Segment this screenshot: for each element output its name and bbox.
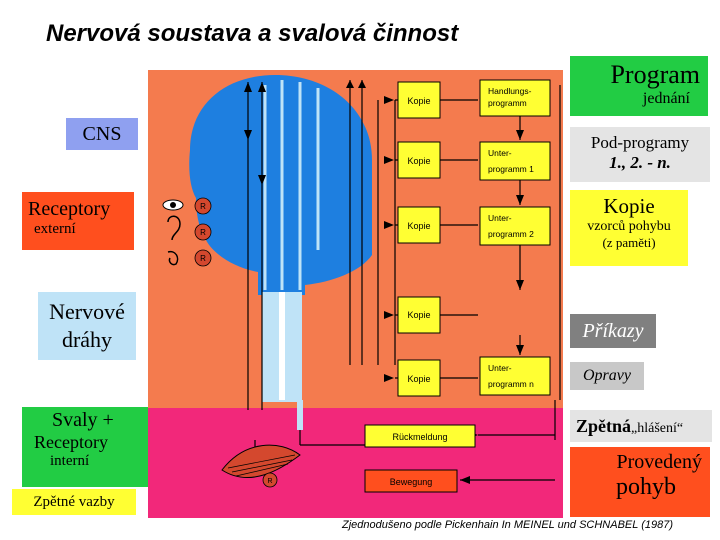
copy-sub2: (z paměti) (602, 235, 656, 250)
receptors-external-label: Receptory externí (22, 192, 134, 250)
movement-floor (148, 408, 563, 518)
internal-receptor (262, 472, 278, 488)
kopie-label-4: Kopie (407, 310, 430, 320)
corrections-label: Opravy (570, 362, 644, 390)
subprograms-sub: 1., 2. - n. (609, 153, 671, 172)
muscles-text: Svaly + (52, 409, 114, 431)
copy-title: Kopie (603, 194, 655, 218)
unter1-line1: Unter- (488, 148, 512, 158)
receptor-letter-3: R (200, 254, 206, 263)
ear-icon (167, 215, 181, 241)
neural-tracts (263, 80, 320, 290)
unter2-line2: programm 2 (488, 229, 534, 239)
bewegung-label: Bewegung (390, 477, 433, 487)
cns-label: CNS (66, 118, 138, 150)
nose-icon (167, 250, 179, 266)
muscles-receptors-label: Svaly + Receptory interní (22, 407, 148, 487)
copy-sub1: vzorců pohybu (587, 219, 671, 234)
cns-text: CNS (82, 123, 122, 145)
feedback-rest: „hlášení“ (631, 421, 684, 436)
program-boxes (479, 79, 551, 396)
kopie-label-1: Kopie (407, 96, 430, 106)
copy-label: Kopie vzorců pohybu (z paměti) (570, 190, 688, 266)
untern-line2: programm n (488, 379, 534, 389)
arrowheads (244, 80, 524, 484)
nerve-line2: dráhy (61, 327, 113, 352)
feedback-label: Zpětné vazby (12, 489, 136, 515)
commands-text: Příkazy (582, 320, 644, 342)
kopie-label-3: Kopie (407, 221, 430, 231)
program-sub: jednání (642, 90, 690, 107)
external-receptors (194, 197, 212, 267)
receptor-letter-2: R (200, 228, 206, 237)
executed-line1: Provedený (616, 451, 702, 473)
executed-line2: pohyb (616, 474, 676, 500)
citation: Zjednodušeno podle Pickenhain In MEINEL … (342, 519, 674, 531)
kopie-label-2: Kopie (407, 156, 430, 166)
executed-movement-label: Provedený pohyb (570, 447, 710, 517)
bewegung-box (364, 469, 458, 493)
kopie-label-5: Kopie (407, 374, 430, 384)
eye-icon (162, 199, 184, 211)
rueckmeldung-box (364, 424, 476, 448)
muscle-fibers (227, 454, 296, 477)
receptor-letter-1: R (200, 202, 206, 211)
corrections-text: Opravy (583, 367, 631, 384)
rueckmeldung-label: Rückmeldung (392, 432, 447, 442)
program-label: Program jednání (570, 56, 708, 116)
receptors-internal-sub: interní (50, 453, 90, 469)
unter1-line2: programm 1 (488, 164, 534, 174)
page-title: Nervová soustava a svalová činnost (46, 20, 459, 47)
commands-label: Příkazy (570, 314, 656, 348)
untern-line1: Unter- (488, 363, 512, 373)
feedback-bold: Zpětná (576, 416, 632, 436)
program-title: Program (610, 60, 700, 89)
feedback-report-label: Zpětná„hlášení“ (570, 410, 712, 442)
unter2-line1: Unter- (488, 213, 512, 223)
subprograms-title: Pod-programy (590, 133, 690, 152)
internal-receptor-letter: R (267, 478, 272, 485)
receptors-title: Receptory (28, 198, 111, 220)
nerve-line1: Nervové (49, 299, 125, 324)
feedback-text: Zpětné vazby (33, 494, 115, 510)
kopie-boxes (397, 81, 441, 397)
subprograms-label: Pod-programy 1., 2. - n. (570, 127, 710, 182)
receptors-sub: externí (34, 221, 76, 237)
receptors-internal-title: Receptory (34, 432, 108, 452)
nerve-paths-label: Nervové dráhy (38, 292, 136, 360)
handlungs-line1: Handlungs- (488, 86, 532, 96)
handlungs-line2: programm (488, 98, 527, 108)
